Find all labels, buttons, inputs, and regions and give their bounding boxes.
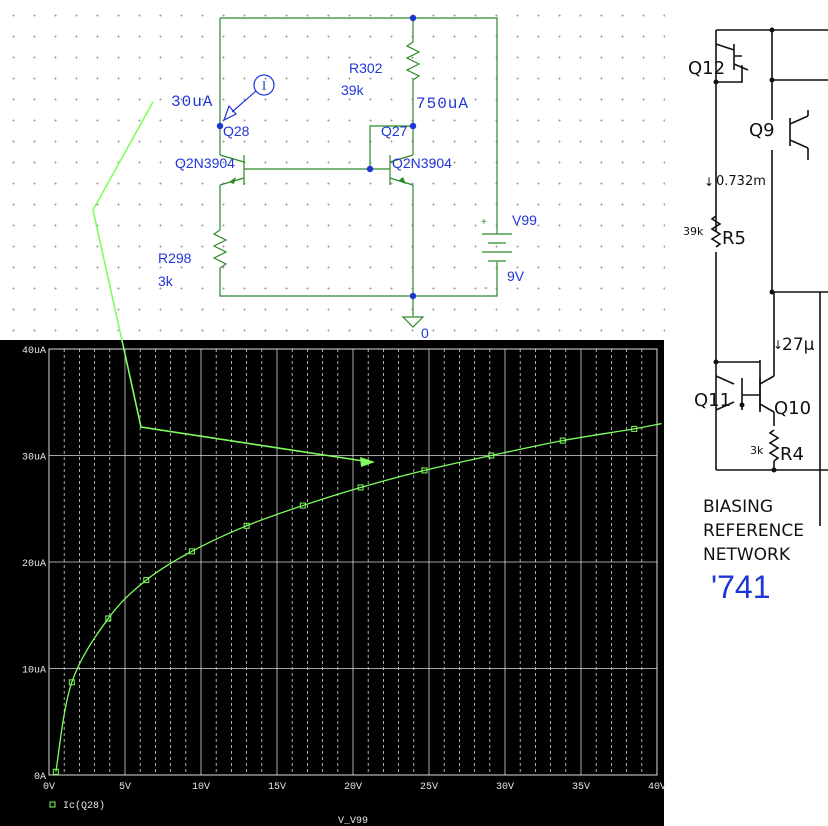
v99-battery xyxy=(482,225,512,262)
q28-label: Q28 xyxy=(223,123,250,139)
data-point-marker xyxy=(421,467,428,474)
q12-label: Q12 xyxy=(688,58,725,79)
x-tick-label: 40V xyxy=(648,782,666,793)
caption-line-1: BIASING xyxy=(703,497,773,517)
y-tick-label: 10uA xyxy=(22,666,46,677)
r302-value: 39k xyxy=(341,82,365,98)
r302-label: R302 xyxy=(349,60,383,76)
caption-line-3: NETWORK xyxy=(703,545,791,565)
x-tick-label: 10V xyxy=(192,782,210,793)
r4-value: 3k xyxy=(750,444,764,457)
current-27u: 27µ xyxy=(782,335,815,355)
data-point-marker xyxy=(105,615,112,622)
node-base xyxy=(366,165,374,173)
r298-value: 3k xyxy=(158,273,174,289)
part-number: '741 xyxy=(711,569,771,605)
schematic: I 30uA 750uA Q28 Q2N3904 Q27 Q2N3904 R30… xyxy=(158,14,537,341)
x-tick-label: 35V xyxy=(572,782,590,793)
q27-transistor xyxy=(389,154,414,186)
current-0732m: 0.732m xyxy=(716,174,766,189)
q27-model: Q2N3904 xyxy=(392,155,452,171)
legend-label: Ic(Q28) xyxy=(63,800,105,812)
schematic-grid xyxy=(0,0,665,340)
reference-nodes xyxy=(713,27,777,473)
node-ground xyxy=(409,292,417,300)
right-battery-lower-wire xyxy=(219,262,498,297)
data-point-marker xyxy=(243,522,250,529)
node-top xyxy=(409,14,417,22)
chart-ticks: 0V 5V 10V 15V 20V 25V 30V 35V 40V 0A 10uA 20uA 30uA 4… xyxy=(22,346,666,793)
y-tick-label: 0A xyxy=(34,772,46,783)
x-tick-label: 0V xyxy=(43,782,55,793)
r298-label: R298 xyxy=(158,250,192,266)
data-point-marker xyxy=(357,484,364,491)
series-line xyxy=(55,422,662,772)
y-tick-label: 30uA xyxy=(22,453,46,464)
caption-line-2: REFERENCE xyxy=(703,521,804,541)
q11-label: Q11 xyxy=(694,390,731,411)
x-tick-label: 5V xyxy=(119,782,131,793)
arrow-down-icon: ↓ xyxy=(704,175,714,189)
current-probe-icon: I xyxy=(222,74,275,122)
x-tick-label: 30V xyxy=(496,782,514,793)
ground-icon xyxy=(401,316,425,328)
annotation-30ua: 30uA xyxy=(171,93,213,111)
data-point-marker xyxy=(299,502,306,509)
v99-label: V99 xyxy=(512,212,537,228)
ground-label: 0 xyxy=(421,325,429,341)
arrow-down-icon-2: ↓ xyxy=(773,338,783,352)
node-q27-collector xyxy=(409,122,417,130)
r302-resistor xyxy=(405,41,421,81)
annotation-750ua: 750uA xyxy=(416,95,469,113)
q10-label: Q10 xyxy=(774,398,811,419)
data-point-marker xyxy=(52,768,59,775)
top-rail-wire xyxy=(220,17,498,225)
chart: 0V 5V 10V 15V 20V 25V 30V 35V 40V 0A 10uA 20uA 30uA 4… xyxy=(0,340,666,826)
q27-collector-wire xyxy=(369,125,414,168)
chart-legend: Ic(Q28) xyxy=(49,800,105,812)
data-point-marker xyxy=(559,437,566,444)
r298-resistor xyxy=(212,229,228,269)
data-point-marker xyxy=(631,425,638,432)
data-point-marker xyxy=(488,452,495,459)
x-tick-label: 15V xyxy=(268,782,286,793)
data-point-marker xyxy=(68,679,75,686)
v99-minus: - xyxy=(484,282,488,294)
data-point-marker xyxy=(188,548,195,555)
annotation-arrow xyxy=(92,101,375,467)
r5-label: R5 xyxy=(722,228,746,249)
y-tick-label: 40uA xyxy=(22,346,46,357)
chart-grid xyxy=(48,348,658,776)
probe-label: I xyxy=(262,78,266,93)
r4-label: R4 xyxy=(780,444,804,465)
x-tick-label: 20V xyxy=(344,782,362,793)
chart-series xyxy=(52,422,662,775)
y-tick-label: 20uA xyxy=(22,559,46,570)
x-axis-title: V_V99 xyxy=(338,816,368,826)
q27-label: Q27 xyxy=(381,123,408,139)
q9-label: Q9 xyxy=(749,120,775,141)
x-tick-label: 25V xyxy=(420,782,438,793)
legend-marker xyxy=(49,801,56,808)
node-q28-collector xyxy=(216,122,224,130)
data-point-marker xyxy=(143,577,150,584)
v99-plus: + xyxy=(481,217,487,228)
q28-transistor xyxy=(219,154,245,186)
r5-value: 39k xyxy=(683,225,704,238)
reference-circuit xyxy=(710,29,828,526)
q28-model: Q2N3904 xyxy=(175,155,235,171)
chart-background xyxy=(0,340,664,826)
v99-value: 9V xyxy=(507,268,525,284)
